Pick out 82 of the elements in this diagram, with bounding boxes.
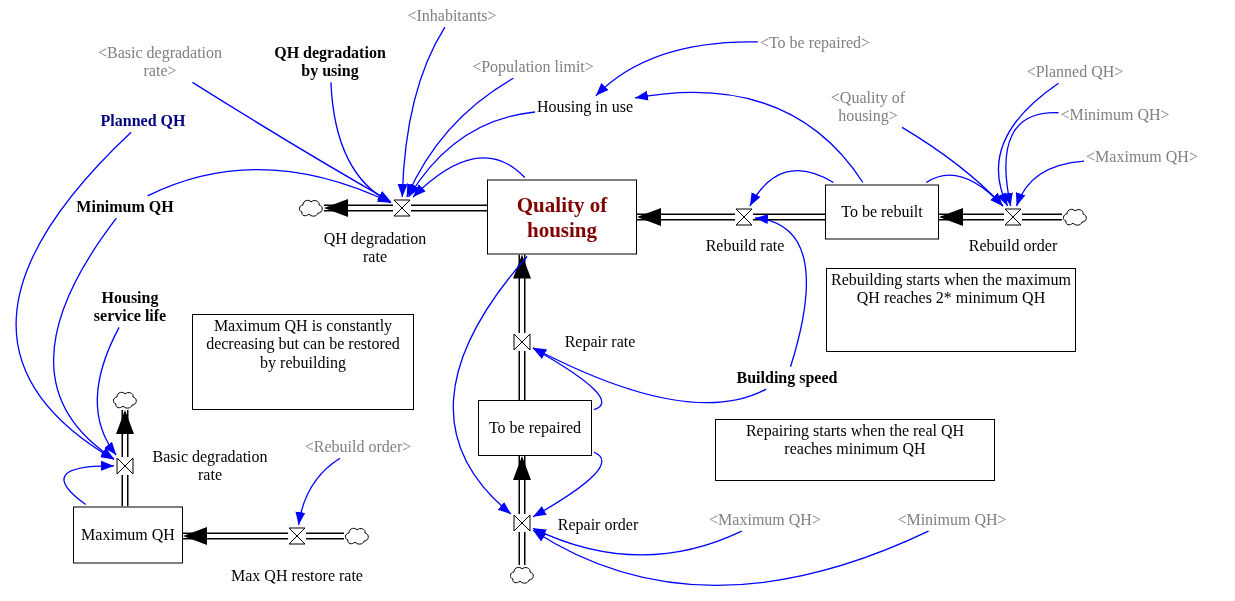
shadow-variable-label: <Quality of housing> <box>813 88 923 126</box>
variable-label: Building speed <box>736 368 838 388</box>
flow-pipe <box>411 204 487 212</box>
flow-pipe <box>183 527 288 545</box>
valve-icon <box>735 208 753 226</box>
shadow-variable-label: <Planned QH> <box>1026 62 1124 82</box>
flow-pipe <box>637 208 735 226</box>
flow-label: Rebuild rate <box>705 236 785 256</box>
variable-label: Planned QH <box>100 111 186 131</box>
shadow-variable-label: <Minimum QH> <box>1060 105 1170 125</box>
flow-pipe <box>306 532 344 540</box>
note-box: Rebuilding starts when the maximum QH reaches 2* minimum QH <box>826 268 1076 352</box>
valve-icon <box>288 527 306 545</box>
link-arrow <box>1015 160 1085 207</box>
link-arrow <box>532 347 603 411</box>
link-arrow <box>406 77 514 198</box>
variable-label: QH degradation by using <box>265 43 395 81</box>
flow-pipe <box>513 456 531 514</box>
flow-pipe <box>513 254 531 333</box>
stock-box: To be repaired <box>478 400 592 456</box>
flow-pipe <box>116 410 134 457</box>
note-box: Maximum QH is constantly decreasing but can be restored by rebuilding <box>192 314 414 410</box>
cloud-icon <box>1062 207 1088 227</box>
flow-pipe <box>1022 213 1062 221</box>
link-arrow <box>191 81 392 203</box>
note-box: Repairing starts when the real QH reaches minimum QH <box>715 419 995 481</box>
valve-icon <box>1004 208 1022 226</box>
cloud-icon <box>509 565 535 585</box>
link-arrow <box>52 217 118 460</box>
valve-icon <box>116 457 134 475</box>
link-arrow <box>15 131 132 461</box>
link-arrow <box>532 347 767 404</box>
link-arrow <box>63 461 115 506</box>
flow-pipe <box>518 532 526 565</box>
link-arrow <box>397 26 446 198</box>
valve-icon <box>393 199 411 217</box>
link-arrow <box>452 255 528 515</box>
flow-pipe <box>753 213 825 221</box>
flow-label: QH degradation rate <box>322 229 428 267</box>
stock-box: Maximum QH <box>73 506 183 564</box>
stock-box: Quality of housing <box>487 179 637 255</box>
shadow-variable-label: <Rebuild order> <box>304 437 412 457</box>
cloud-icon <box>298 198 324 218</box>
link-arrow <box>595 41 759 97</box>
variable-label: Housing service life <box>82 288 178 326</box>
shadow-variable-label: <Basic degradation rate> <box>90 43 230 81</box>
link-arrow <box>1003 112 1060 207</box>
variable-label: Minimum QH <box>76 197 174 217</box>
flow-label: Rebuild order <box>968 236 1058 256</box>
flow-pipe <box>518 351 526 400</box>
flow-pipe <box>939 208 1004 226</box>
flow-pipe <box>324 199 393 217</box>
link-arrow <box>749 170 835 207</box>
flow-label: Max QH restore rate <box>230 566 364 586</box>
link-arrow <box>532 527 743 556</box>
link-arrow <box>901 126 1004 207</box>
link-arrow <box>532 529 930 586</box>
flow-label: Repair rate <box>564 332 636 352</box>
shadow-variable-label: <Maximum QH> <box>709 510 821 530</box>
shadow-variable-label: <Population limit> <box>472 57 594 77</box>
stock-box: To be rebuilt <box>825 184 939 240</box>
link-arrow <box>412 157 526 198</box>
variable-label: Housing in use <box>537 97 633 117</box>
link-arrow <box>295 457 341 526</box>
shadow-variable-label: <Inhabitants> <box>407 6 497 26</box>
link-arrow <box>532 451 603 518</box>
valve-icon <box>513 333 531 351</box>
link-arrow <box>408 111 536 198</box>
link-arrow <box>997 82 1060 207</box>
flow-pipe <box>121 475 129 507</box>
shadow-variable-label: <Maximum QH> <box>1086 147 1198 167</box>
link-arrow <box>146 169 392 204</box>
valve-icon <box>513 514 531 532</box>
link-arrow <box>96 326 120 456</box>
flow-label: Basic degradation rate <box>151 447 269 485</box>
cloud-icon <box>112 390 138 410</box>
cloud-icon <box>344 526 370 546</box>
shadow-variable-label: <Minimum QH> <box>897 510 1007 530</box>
flow-label: Repair order <box>557 515 639 535</box>
shadow-variable-label: <To be repaired> <box>759 33 871 53</box>
link-arrow <box>754 215 807 368</box>
link-arrow <box>634 91 864 184</box>
